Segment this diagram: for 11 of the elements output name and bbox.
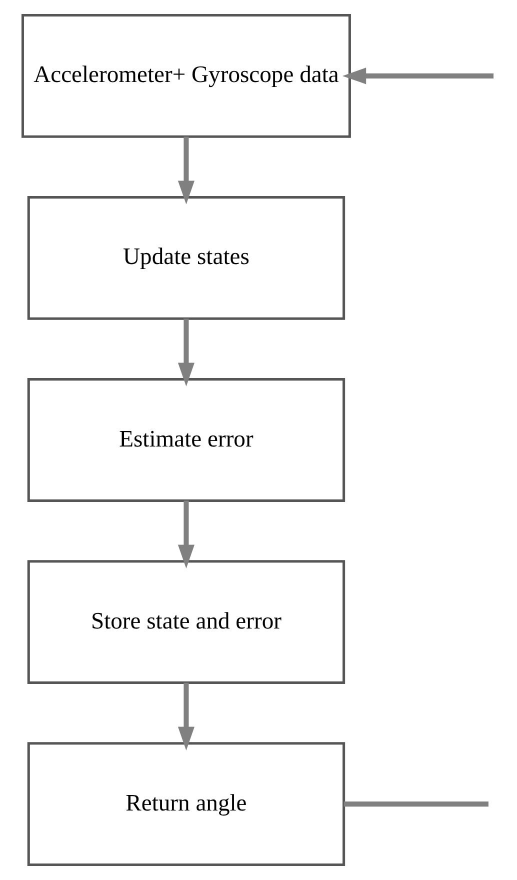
connector [343, 802, 488, 807]
arrow [342, 68, 494, 84]
node-box: Store state and error [26, 560, 345, 684]
node-box: Update states [26, 196, 345, 320]
node-box: Estimate error [26, 378, 345, 502]
node-box: Return angle [26, 742, 345, 866]
arrow [177, 500, 194, 568]
arrow [177, 136, 194, 204]
arrow [177, 318, 194, 386]
arrow [177, 682, 194, 750]
node-box: Accelerometer+ Gyroscope data [20, 14, 350, 138]
